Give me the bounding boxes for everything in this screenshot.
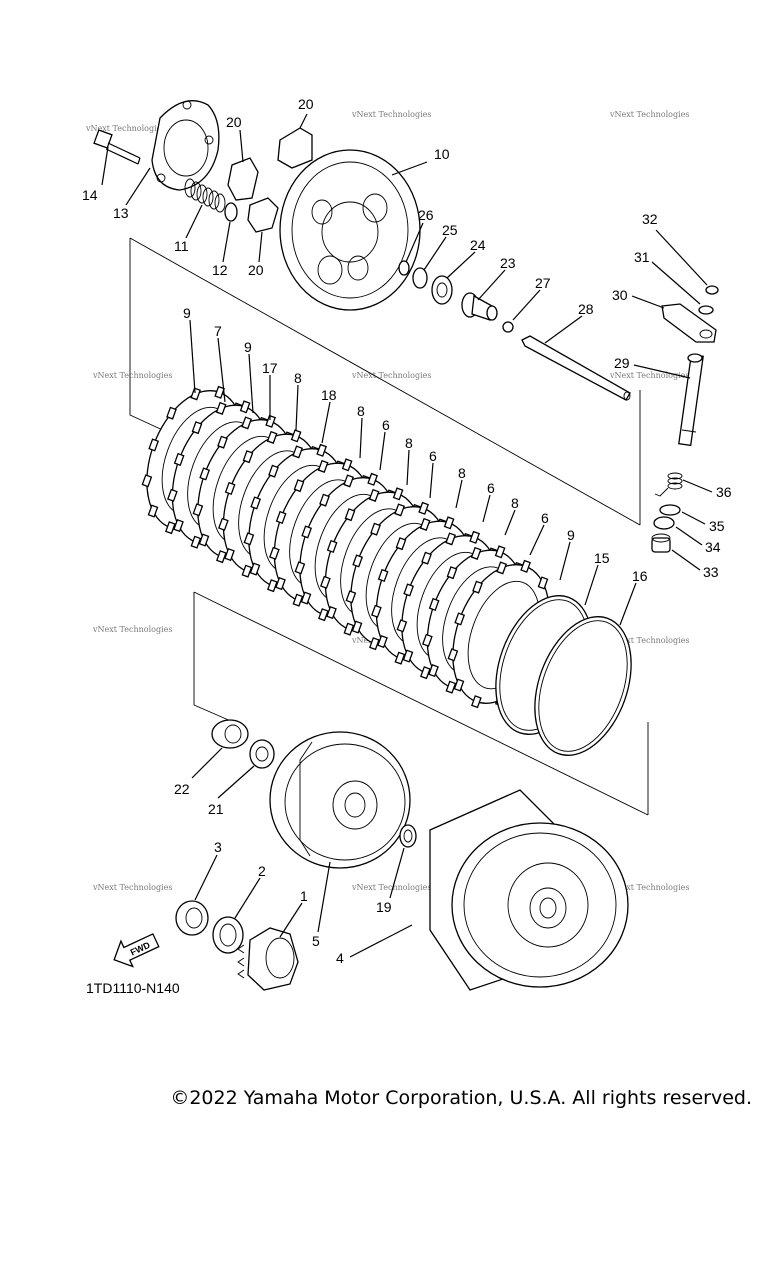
callout-2: 2 — [258, 863, 266, 879]
callout-4: 4 — [336, 950, 344, 966]
callout-8: 8 — [405, 435, 413, 451]
watermark: vNext Technologies — [85, 124, 165, 133]
watermark: vNext Technologies — [609, 110, 689, 119]
nut-part-3 — [175, 900, 209, 936]
callout-25: 25 — [442, 222, 458, 238]
callout-24: 24 — [470, 237, 486, 253]
clutch-plate-stack — [141, 385, 555, 709]
bearing-part-33 — [651, 533, 671, 553]
callout-10: 10 — [434, 146, 450, 162]
callout-8: 8 — [458, 465, 466, 481]
washer-part-31 — [698, 305, 714, 315]
callout-29: 29 — [614, 355, 630, 371]
push-rod-part-23 — [461, 292, 498, 321]
callout-27: 27 — [535, 275, 551, 291]
callout-5: 5 — [312, 933, 320, 949]
callout-30: 30 — [612, 287, 628, 303]
callout-1: 1 — [300, 888, 308, 904]
callout-3: 3 — [214, 839, 222, 855]
nut-part-22 — [211, 719, 249, 749]
callout-17: 17 — [262, 360, 278, 376]
callout-6: 6 — [382, 417, 390, 433]
watermark: vNext Technologies — [351, 883, 431, 892]
clutch-housing-part-4 — [429, 789, 629, 991]
callout-18: 18 — [321, 387, 337, 403]
callout-16: 16 — [632, 568, 648, 584]
assembly-outline-lines — [129, 237, 649, 816]
callout-36: 36 — [716, 484, 732, 500]
watermark: vNext Technologies — [351, 110, 431, 119]
callout-9: 9 — [183, 305, 191, 321]
lever-part-30 — [661, 303, 717, 343]
washer-part-26 — [398, 260, 410, 276]
callout-13: 13 — [113, 205, 129, 221]
watermark: vNext Technologies — [92, 625, 172, 634]
watermark: vNext Technologies — [609, 371, 689, 380]
callout-8: 8 — [294, 370, 302, 386]
callout-22: 22 — [174, 781, 190, 797]
copyright-notice: ©2022 Yamaha Motor Corporation, U.S.A. A… — [170, 1087, 752, 1109]
clutch-boss-part-5 — [269, 731, 411, 869]
callout-19: 19 — [376, 899, 392, 915]
spring-part-11 — [184, 178, 226, 213]
bolt-part-14 — [93, 129, 141, 165]
callout-6: 6 — [541, 510, 549, 526]
callout-21: 21 — [208, 801, 224, 817]
washer-part-25 — [412, 267, 428, 289]
callout-8: 8 — [511, 495, 519, 511]
callout-8: 8 — [357, 403, 365, 419]
callout-34: 34 — [705, 539, 721, 555]
callout-20: 20 — [298, 96, 314, 112]
callout-20: 20 — [248, 262, 264, 278]
watermark: vNext Technologies — [351, 371, 431, 380]
cam-weight-part-20-mid — [227, 157, 259, 201]
ring-part-16 — [534, 616, 632, 756]
callout-12: 12 — [212, 262, 228, 278]
fwd-arrow-icon: FWD — [113, 933, 160, 968]
clip-part-35 — [659, 504, 681, 516]
callout-35: 35 — [709, 518, 725, 534]
bearing-part-24 — [431, 275, 453, 305]
lock-washer-part-21 — [249, 739, 275, 769]
callout-6: 6 — [487, 480, 495, 496]
spacer-part-19 — [399, 824, 417, 848]
callout-7: 7 — [214, 323, 222, 339]
plate-part-13 — [151, 100, 220, 191]
callout-28: 28 — [578, 301, 594, 317]
washer-part-34 — [653, 516, 675, 530]
callout-26: 26 — [418, 207, 434, 223]
shaft-part-29 — [678, 353, 704, 447]
leader-lines — [101, 113, 713, 958]
watermark: vNext Technologies — [92, 371, 172, 380]
washer-part-12 — [224, 202, 238, 222]
callout-9: 9 — [244, 339, 252, 355]
callout-23: 23 — [500, 255, 516, 271]
ball-part-27 — [502, 321, 514, 333]
spring-part-36 — [654, 472, 683, 497]
gear-part-1 — [237, 927, 299, 991]
watermark: vNext Technologies — [609, 883, 689, 892]
nut-part-32 — [705, 285, 719, 295]
callout-33: 33 — [703, 564, 719, 580]
cam-weight-part-20-low — [247, 197, 279, 233]
callout-31: 31 — [634, 249, 650, 265]
callout-32: 32 — [642, 211, 658, 227]
cam-housing-part-10 — [279, 149, 421, 311]
watermark: vNext Technologies — [92, 883, 172, 892]
callout-14: 14 — [82, 187, 98, 203]
washer-part-2 — [212, 916, 244, 954]
callout-labels: 20 20 10 14 13 11 12 20 26 25 24 23 27 2… — [82, 96, 732, 966]
callout-6: 6 — [429, 448, 437, 464]
push-rod-part-28 — [521, 335, 631, 401]
callout-20: 20 — [226, 114, 242, 130]
cam-weight-part-20-top — [277, 127, 313, 169]
watermark: vNext Technologies — [609, 636, 689, 645]
callout-9: 9 — [567, 527, 575, 543]
callout-15: 15 — [594, 550, 610, 566]
callout-11: 11 — [174, 238, 189, 254]
diagram-code: 1TD1110-N140 — [86, 980, 180, 996]
